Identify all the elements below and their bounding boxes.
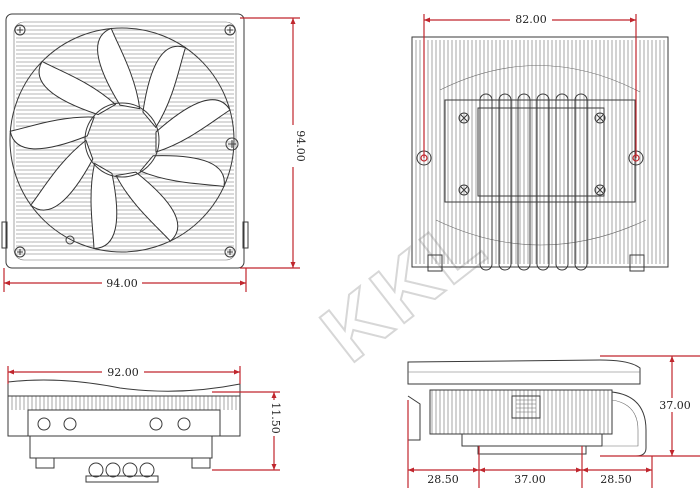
fan-blade [115, 171, 179, 242]
top-hole-spacing-dimension: 82.00 [423, 12, 637, 158]
fan-blade [139, 155, 225, 188]
heatpipe [555, 93, 569, 271]
front-clip-left [1, 221, 8, 249]
screw-icon [14, 246, 26, 258]
side-fins [11, 396, 237, 410]
side-fan-top [7, 379, 241, 397]
screw-icon [458, 184, 470, 196]
front-clip-right [242, 221, 249, 249]
side-clearance-label: 11.50 [269, 402, 282, 434]
heatpipe [479, 93, 493, 271]
top-hole-spacing-label: 82.00 [515, 13, 547, 26]
fan-blades [9, 27, 231, 250]
side-screw-icon [149, 417, 163, 431]
top-fan-arc [435, 219, 647, 246]
screw-icon [594, 184, 606, 196]
front-width-label: 94.00 [106, 277, 138, 290]
fan-mount-cross-icon [228, 140, 236, 148]
side-clearance-dimension: 11.50 [212, 391, 282, 471]
side-screw-icon [63, 417, 77, 431]
screw-icon [224, 246, 236, 258]
cross-icon [460, 114, 604, 194]
front-view [1, 13, 249, 269]
profile-heatpipe-bend-inner [602, 399, 639, 447]
screw-icon [14, 24, 26, 36]
profile-offset-right-label: 28.50 [600, 473, 632, 486]
top-base-screws [458, 112, 606, 196]
top-view [411, 36, 669, 272]
fan-blade [97, 27, 141, 110]
top-frame [411, 36, 669, 268]
heatpipes [479, 93, 588, 271]
profile-view [407, 359, 647, 457]
heatpipe [498, 93, 512, 271]
heatpipe-end-icon [122, 462, 138, 478]
profile-fan-top [407, 359, 641, 385]
heatpipe [517, 93, 531, 271]
side-screw-icon [37, 417, 51, 431]
side-base-plate [27, 409, 221, 437]
profile-contact [477, 445, 587, 455]
profile-offset-left-label: 28.50 [427, 473, 459, 486]
profile-center-threads [516, 399, 536, 413]
profile-heatpipe-bend [602, 391, 647, 457]
fan-blade [30, 139, 94, 211]
fan-hub [84, 102, 160, 178]
front-height-dimension: 94.00 [240, 17, 307, 269]
side-bracket-foot-right [191, 457, 211, 469]
front-width-dimension: 94.00 [3, 268, 247, 292]
screw-icon [224, 24, 236, 36]
heatpipe-end-icon [105, 462, 121, 478]
front-corner-screws [14, 24, 236, 258]
profile-center-block [511, 395, 541, 419]
side-bracket-foot-left [35, 457, 55, 469]
profile-fins [431, 390, 609, 434]
top-fan-arc [439, 65, 641, 93]
top-base-plate [477, 107, 605, 197]
fan-mount-hole-icon [225, 137, 239, 151]
fan-housing [9, 27, 235, 253]
fan-blade [142, 45, 187, 129]
heatpipe-end-icon [88, 462, 104, 478]
screw-icon [594, 112, 606, 124]
top-foot-left [427, 254, 443, 272]
fan-blade [9, 116, 95, 150]
side-width-dimension: 92.00 [7, 365, 241, 384]
watermark-text: KKL [305, 197, 503, 380]
fan-blade [90, 162, 118, 250]
heatpipe [536, 93, 550, 271]
top-foot-right [629, 254, 645, 272]
front-frame [5, 13, 245, 269]
side-view [7, 379, 241, 483]
side-width-label: 92.00 [107, 366, 139, 379]
profile-height-dimension: 37.00 [600, 355, 700, 457]
heatpipe [574, 93, 588, 271]
fan-blade [38, 60, 117, 116]
side-bracket [29, 436, 213, 459]
fan-mount-hole-icon [65, 235, 75, 245]
profile-base [461, 433, 603, 447]
screw-icon [458, 112, 470, 124]
profile-height-label: 37.00 [659, 399, 691, 412]
profile-offset-dimensions: 28.50 37.00 28.50 [407, 400, 653, 488]
side-screw-icon [177, 417, 191, 431]
cross-icon [17, 27, 233, 255]
heatpipe-end-icon [139, 462, 155, 478]
fan-blade [155, 99, 231, 153]
front-height-label: 94.00 [294, 130, 307, 162]
profile-offset-center-label: 37.00 [514, 473, 546, 486]
side-contact-plate [85, 475, 159, 483]
profile-bracket-left [407, 395, 421, 441]
